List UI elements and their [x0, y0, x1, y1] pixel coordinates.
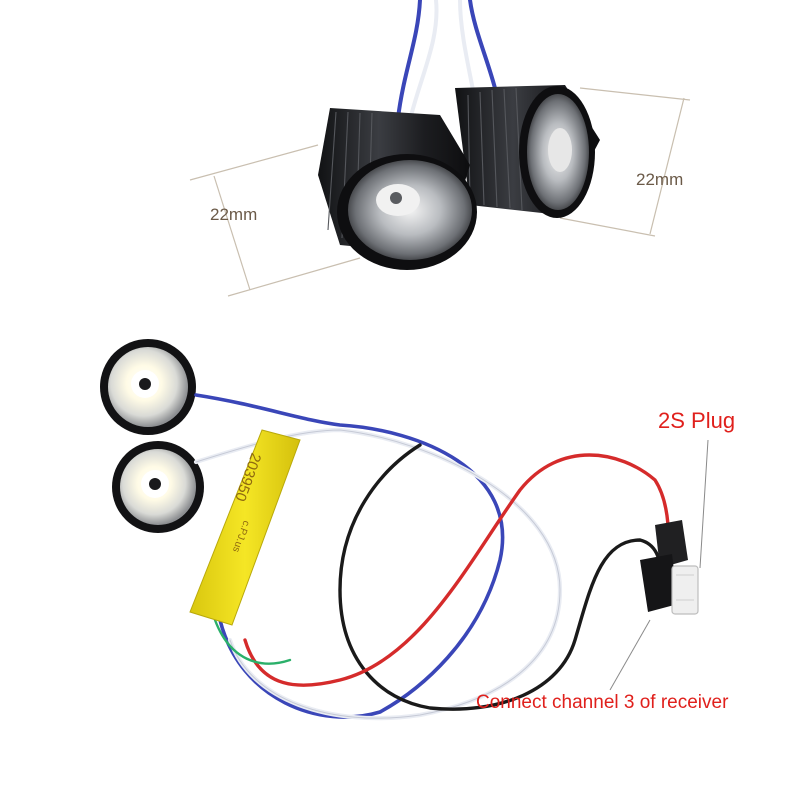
led-spotlight-icon [455, 85, 600, 218]
dimension-label-left: 22mm [210, 205, 258, 224]
dimension-right [559, 87, 691, 237]
dimension-label-right: 22mm [636, 170, 684, 189]
servo-connector-icon [640, 520, 688, 612]
led-spotlight-icon [318, 108, 477, 270]
led-lens-icon [100, 339, 196, 435]
jst-plug-icon [671, 565, 699, 615]
top-wires [396, 0, 498, 122]
dimension-left [189, 144, 361, 297]
callout-lines [609, 439, 709, 691]
wiring-harness [193, 393, 671, 721]
plug-callout-label: 2S Plug [658, 408, 736, 433]
channel-callout-label: Connect channel 3 of receiver [476, 692, 729, 713]
led-lens-icon [112, 441, 204, 533]
